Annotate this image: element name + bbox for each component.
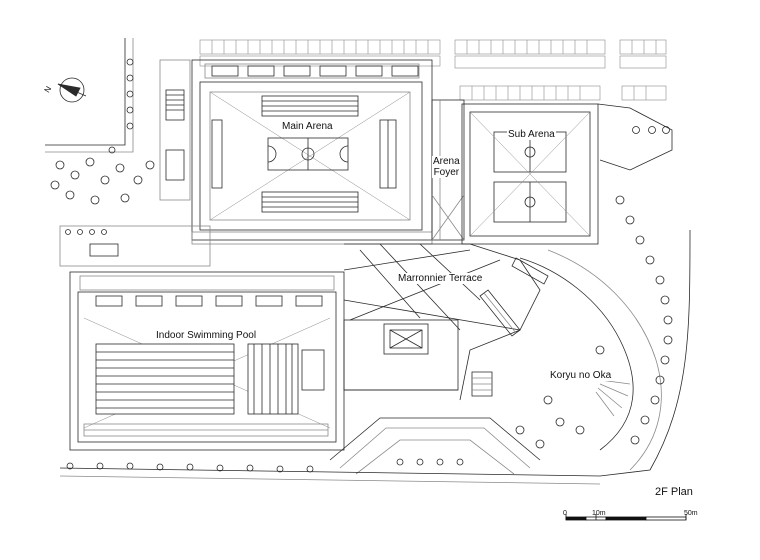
lower-plaza: [329, 417, 541, 475]
parking-area: [199, 39, 667, 101]
sub-arena-plan: [461, 103, 673, 245]
site-boundary: [59, 462, 601, 485]
arena-foyer-label-line1: Arena: [433, 156, 460, 167]
drawing-title: 2F Plan: [655, 486, 693, 498]
main-arena-label: Main Arena: [281, 121, 334, 132]
scale-bar: [565, 514, 687, 521]
arena-foyer-label-line2: Foyer: [433, 167, 460, 178]
scale-label-end: 50m: [684, 510, 698, 517]
swimming-pool-plan: [59, 225, 345, 451]
koryu-no-oka-plan: [515, 195, 691, 477]
left-landscape: [45, 38, 191, 205]
main-arena-plan: [191, 59, 433, 245]
scale-label-mid: 10m: [592, 510, 606, 517]
marronnier-terrace-label: Marronnier Terrace: [397, 273, 484, 284]
stairs: [471, 257, 549, 397]
marronnier-terrace-plan: [343, 243, 541, 401]
koryu-no-oka-label: Koryu no Oka: [549, 370, 613, 381]
north-arrow: [57, 77, 87, 103]
arena-foyer-label: Arena Foyer: [432, 156, 461, 178]
sub-arena-label: Sub Arena: [507, 129, 556, 140]
indoor-swimming-pool-label: Indoor Swimming Pool: [155, 330, 258, 341]
scale-label-start: 0: [563, 510, 567, 517]
